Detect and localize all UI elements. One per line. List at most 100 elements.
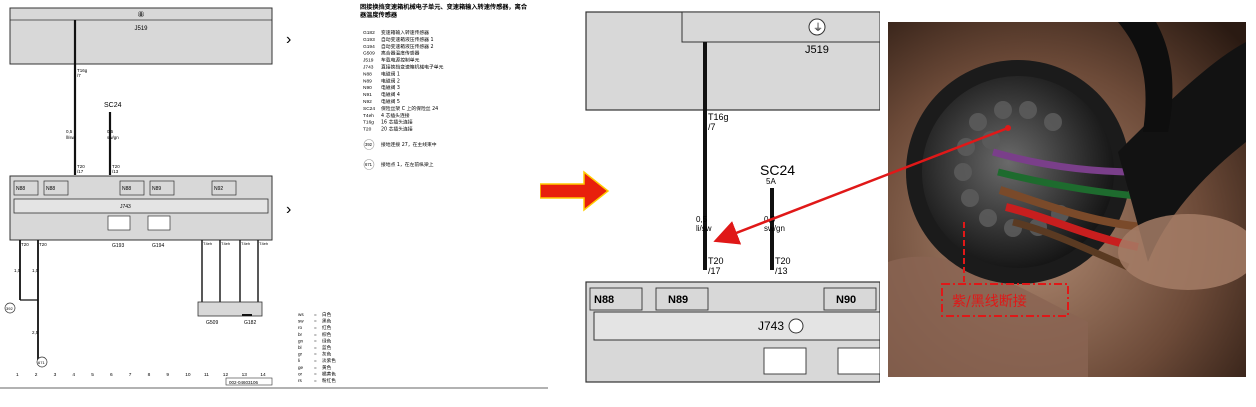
t20-b-label: T20 xyxy=(112,164,120,169)
legend-text: 自动变速箱液压传感器 2 xyxy=(381,43,434,50)
j519-label: J519 xyxy=(134,26,148,32)
column-number: 8 xyxy=(148,372,151,378)
legend-code: G509 xyxy=(363,51,375,57)
column-number: 3 xyxy=(54,372,57,378)
color-name: 粉红色 xyxy=(322,377,336,384)
right-sensor-box-2 xyxy=(837,347,881,375)
right-t20-a: T20 xyxy=(708,256,724,266)
right-j519-label: J519 xyxy=(805,44,829,56)
color-eq: = xyxy=(314,338,317,343)
legend-text: 电磁阀 2 xyxy=(381,77,400,84)
t16g-pin: /7 xyxy=(77,73,81,78)
legend-text: 电磁阀 1 xyxy=(381,70,400,77)
right-j743-ground-icon xyxy=(788,318,804,334)
color-code: sw xyxy=(298,319,304,324)
j519-box xyxy=(9,7,273,65)
valve-n88-c: N88 xyxy=(122,186,131,192)
t20-a-no: /17 xyxy=(77,169,84,174)
legend-text: 变速箱输入转速传感器 xyxy=(381,29,429,36)
color-eq: = xyxy=(314,325,317,330)
right-t20-a-no: /17 xyxy=(708,266,721,276)
legend-code: G193 xyxy=(363,37,375,43)
sensor-g194-box xyxy=(147,215,171,231)
legend-text: 直接换挡变速箱机械电子单元 xyxy=(381,64,444,71)
color-code: gr xyxy=(298,352,303,357)
right-t16g-no: /7 xyxy=(708,122,716,132)
color-eq: = xyxy=(314,332,317,337)
color-code: br xyxy=(298,332,303,337)
column-number: 5 xyxy=(91,372,94,378)
color-code: ge xyxy=(298,365,304,370)
right-j743-label: J743 xyxy=(758,319,784,333)
legend-code: T20 xyxy=(363,127,372,133)
right-wire1-size: 0,5 xyxy=(696,215,708,224)
sensor-g194-label: G194 xyxy=(152,243,164,249)
legend-text: 电磁阀 3 xyxy=(381,84,400,91)
color-name: 蓝色 xyxy=(322,344,332,351)
ground-671-label: 671 xyxy=(38,360,45,365)
legend-text: 20 芯插头连接 xyxy=(381,126,413,133)
legend-note-code: 392 xyxy=(365,142,373,147)
legend-code: J743 xyxy=(363,65,374,71)
callout-box xyxy=(941,283,1069,317)
color-eq: = xyxy=(314,352,317,357)
color-name: 黄色 xyxy=(322,364,332,371)
column-number: 2 xyxy=(35,372,38,378)
right-wire2-size: 0,5 xyxy=(764,215,776,224)
column-number: 13 xyxy=(242,372,248,378)
column-number: 12 xyxy=(223,372,229,378)
red-arrow-icon xyxy=(540,170,610,212)
sc24-label: SC24 xyxy=(104,102,122,109)
wire3-size: 1,0 xyxy=(14,268,21,273)
right-wire2-color: sw/gn xyxy=(764,224,785,233)
color-code: or xyxy=(298,371,303,376)
right-ground-glyph: ⏚ xyxy=(813,22,823,34)
legend-code: SC24 xyxy=(363,106,375,112)
ground-671-icon xyxy=(36,356,48,368)
sensor-g509-label: G509 xyxy=(206,320,218,326)
legend-code: G194 xyxy=(363,44,375,50)
color-name: 黑色 xyxy=(322,318,332,325)
legend-note-ground-icon xyxy=(363,139,375,150)
wire5-size: 2,5 xyxy=(32,330,39,335)
legend-code: T4eh xyxy=(363,113,374,119)
t20-b-no: /13 xyxy=(112,169,119,174)
color-eq: = xyxy=(314,365,317,370)
column-number: 7 xyxy=(129,372,132,378)
legend-text: 电磁阀 5 xyxy=(381,98,400,105)
ground-392-icon xyxy=(4,302,16,314)
t20-a-label: T20 xyxy=(77,164,85,169)
legend-text: 车载电源控制单元 xyxy=(381,57,420,64)
right-zoomed-diagram: ⏚ J519 T16g /7 0,5 li/sw T20 /17 SC24 5A… xyxy=(580,0,881,402)
color-code: li xyxy=(298,358,300,363)
right-diagram-svg: ⏚ J519 T16g /7 0,5 li/sw T20 /17 SC24 5A… xyxy=(585,11,881,383)
legend-text: 离合器温度传感器 xyxy=(381,50,420,57)
t20-lower-a: T20 xyxy=(21,242,29,247)
color-code: ws xyxy=(298,312,304,317)
color-eq: = xyxy=(314,345,317,350)
color-name: 灰色 xyxy=(322,351,332,358)
color-name: 橘黄色 xyxy=(322,370,336,377)
legend-text: 电磁阀 4 xyxy=(381,91,400,98)
color-eq: = xyxy=(314,312,317,317)
color-name: 淡紫色 xyxy=(322,357,336,364)
valve-n89: N89 xyxy=(152,186,161,192)
sensor-g182-label: G182 xyxy=(244,320,256,326)
column-number: 10 xyxy=(185,372,191,378)
legend-code: N90 xyxy=(363,85,372,91)
sensor-g193-box xyxy=(107,215,131,231)
callout-text: 紫/黑线断接 xyxy=(952,293,1027,310)
legend-code: N88 xyxy=(363,71,372,77)
valve-n92: N92 xyxy=(214,186,223,192)
column-number: 1 xyxy=(16,372,19,378)
t4eh-4: T4eh xyxy=(259,241,268,246)
top-ground-symbol: ⑧ xyxy=(137,10,144,19)
column-number: 9 xyxy=(166,372,169,378)
t4eh-2: T4eh xyxy=(221,241,230,246)
j743-label: J743 xyxy=(120,204,131,210)
legend-note-ground-icon xyxy=(363,159,375,170)
right-wire1-color: li/sw xyxy=(696,224,712,233)
color-code: bl xyxy=(298,345,302,350)
